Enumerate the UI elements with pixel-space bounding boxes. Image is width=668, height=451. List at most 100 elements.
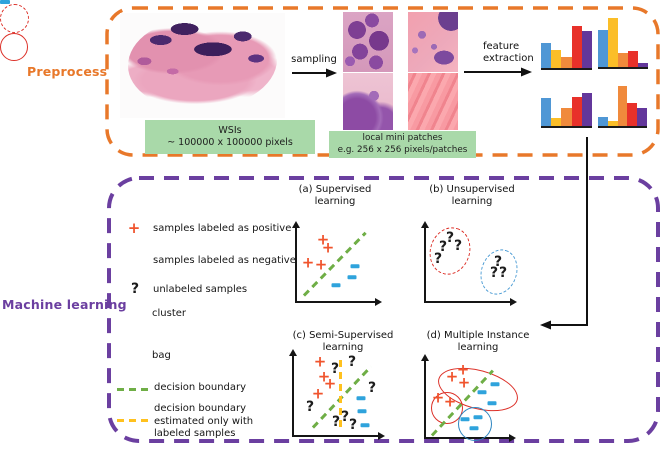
wsi-caption-line2: ~ 100000 x 100000 pixels <box>167 137 293 148</box>
multiple-instance-learning-plot: +++++ <box>420 354 523 443</box>
unlabeled-marker: ? <box>340 409 350 425</box>
feature-histogram-4 <box>598 76 647 128</box>
y-axis-arrow <box>289 349 297 356</box>
positive-marker: + <box>311 384 325 403</box>
decision-boundary-line-icon <box>117 388 151 392</box>
wsi-image <box>120 13 285 118</box>
x-axis <box>292 435 378 437</box>
positive-marker: + <box>457 373 471 392</box>
quadrant-b-title: (b) Unsupervised learning <box>429 184 515 207</box>
unlabeled-marker: ? <box>433 251 443 267</box>
positive-marker: + <box>317 367 331 386</box>
legend-decision-boundary-label: decision boundary <box>154 382 247 393</box>
wsi-caption-line1: WSIs <box>218 124 242 136</box>
negative-marker <box>350 264 360 268</box>
unlabeled-marker: ? <box>493 254 503 270</box>
mini-patch-image-3 <box>343 73 393 130</box>
positive-marker: + <box>323 374 337 393</box>
unlabeled-marker-icon: ? <box>130 281 140 297</box>
legend-unlabeled-label: unlabeled samples <box>153 284 248 295</box>
positive-marker: + <box>456 360 470 379</box>
feature-histogram-2 <box>598 17 648 69</box>
negative-marker <box>356 396 366 400</box>
y-axis <box>292 356 294 437</box>
legend-negative-label: samples labeled as negative <box>153 255 296 266</box>
bag-circle-blue <box>458 407 492 441</box>
unlabeled-marker: ? <box>489 265 499 281</box>
x-axis-arrow <box>375 298 382 306</box>
feature-histogram-1 <box>541 18 593 70</box>
x-axis-arrow <box>510 298 517 306</box>
positive-marker: + <box>316 230 330 249</box>
x-axis <box>295 301 375 303</box>
negative-marker <box>473 415 483 419</box>
histogram-bar <box>551 50 562 68</box>
unsupervised-learning-plot: ??????? <box>420 221 524 307</box>
histogram-bar <box>571 26 582 68</box>
negative-marker <box>487 401 497 405</box>
quadrant-c-title: (c) Semi-Supervised learning <box>292 330 394 353</box>
patches-caption-box: local mini patches e.g. 256 x 256 pixels… <box>329 131 476 158</box>
negative-marker <box>469 426 479 430</box>
positive-marker-icon: + <box>127 219 141 237</box>
positive-marker: + <box>321 238 335 257</box>
mini-patch-image-4 <box>408 73 458 130</box>
negative-marker <box>490 382 500 386</box>
quadrant-d-title: (d) Multiple Instance learning <box>426 330 530 353</box>
histogram-bar <box>541 98 552 126</box>
y-axis-arrow <box>421 354 429 361</box>
unlabeled-marker: ? <box>367 380 377 396</box>
negative-marker-icon <box>0 0 10 4</box>
histogram-bar <box>561 57 572 68</box>
wsi-caption-box: WSIs ~ 100000 x 100000 pixels <box>145 120 315 154</box>
supervised-learning-plot: ++++ <box>291 221 382 307</box>
y-axis-arrow <box>292 221 300 228</box>
unlabeled-marker: ? <box>438 239 448 255</box>
feature-histogram-3 <box>541 76 593 128</box>
histogram-bar <box>581 93 593 126</box>
unlabeled-marker: ? <box>498 265 508 281</box>
negative-marker <box>347 275 357 279</box>
x-axis <box>424 301 510 303</box>
histogram-bar <box>637 108 647 126</box>
x-axis-arrow <box>378 432 385 440</box>
estimated-decision-boundary-line-icon <box>117 419 151 423</box>
quadrant-a-title: (a) Supervised learning <box>298 184 372 207</box>
patches-caption-line2: e.g. 256 x 256 pixels/patches <box>337 144 468 155</box>
histogram-bar <box>618 53 628 67</box>
histogram-bar <box>607 121 618 126</box>
y-axis <box>424 361 426 439</box>
negative-marker <box>360 423 370 427</box>
positive-marker: + <box>314 255 328 274</box>
patches-caption-line1: local mini patches <box>362 133 443 143</box>
y-axis <box>424 228 426 303</box>
mini-patch-image-1 <box>343 12 393 72</box>
wsi-tissue-illustration <box>128 18 277 110</box>
preprocess-section-label: Preprocess <box>27 64 108 79</box>
positive-marker: + <box>301 253 315 272</box>
unlabeled-marker: ? <box>348 417 358 433</box>
histogram-bar <box>581 31 593 68</box>
positive-marker: + <box>313 352 327 371</box>
sampling-label: sampling <box>291 54 337 65</box>
negative-marker <box>460 417 470 421</box>
histogram-bar <box>541 43 552 68</box>
ml-section-label: Machine learning <box>2 297 127 312</box>
y-axis <box>295 228 297 303</box>
legend-cluster-label: cluster <box>152 308 187 319</box>
positive-marker: + <box>431 388 445 407</box>
histogram-bar <box>598 30 608 67</box>
histogram-bar <box>627 103 638 126</box>
legend-estimated-boundary-label: decision boundary estimated only with la… <box>154 403 254 439</box>
mini-patch-image-2 <box>408 12 458 72</box>
histogram-bar <box>561 108 572 126</box>
unlabeled-marker: ? <box>331 414 341 430</box>
unlabeled-marker: ? <box>453 238 463 254</box>
semi-supervised-learning-plot: ++++??????? <box>288 349 385 441</box>
feature-extraction-arrow <box>464 67 532 77</box>
y-axis-arrow <box>421 221 429 228</box>
histogram-bar <box>571 97 582 126</box>
histogram-bar <box>598 117 608 126</box>
legend-bag-label: bag <box>152 350 171 361</box>
